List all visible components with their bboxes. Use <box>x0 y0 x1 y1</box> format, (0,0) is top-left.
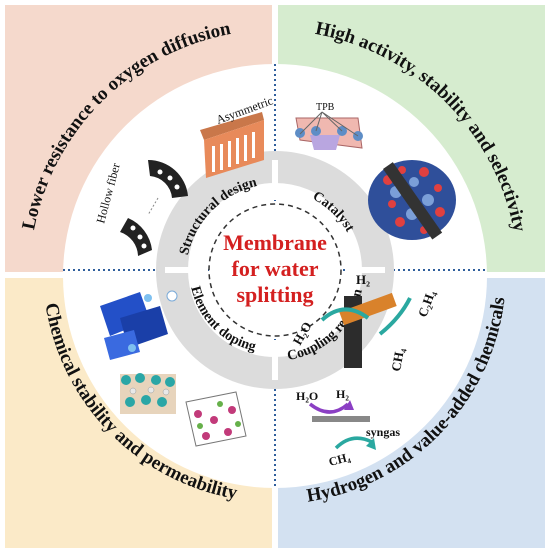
syngas-reactor-image <box>308 400 376 450</box>
label-syngas: syngas <box>366 425 400 439</box>
catalyst-spheres-image <box>368 160 456 240</box>
label-ch4-bottom: CH₄ <box>327 450 352 469</box>
asymmetric-membrane-image <box>200 112 264 178</box>
perovskite-structure-image <box>100 290 178 360</box>
center-title-line1: Membrane <box>223 230 327 255</box>
hollow-fiber-image <box>120 159 188 256</box>
center-title-line2: for water <box>232 256 319 281</box>
label-h2-bottom: H₂ <box>336 387 349 401</box>
tpb-catalyst-image <box>295 111 363 150</box>
label-ch4-top: CH₄ <box>388 347 407 373</box>
label-h2-top: H₂ <box>356 272 370 287</box>
center-circle <box>208 203 342 337</box>
membrane-reactor-image <box>320 292 412 368</box>
crystal-lattice-image <box>185 391 247 447</box>
center-title-line3: splitting <box>236 282 313 307</box>
layered-structure-image <box>120 373 176 414</box>
label-tpb: TPB <box>316 102 335 113</box>
label-h2o-bottom: H₂O <box>296 389 318 403</box>
